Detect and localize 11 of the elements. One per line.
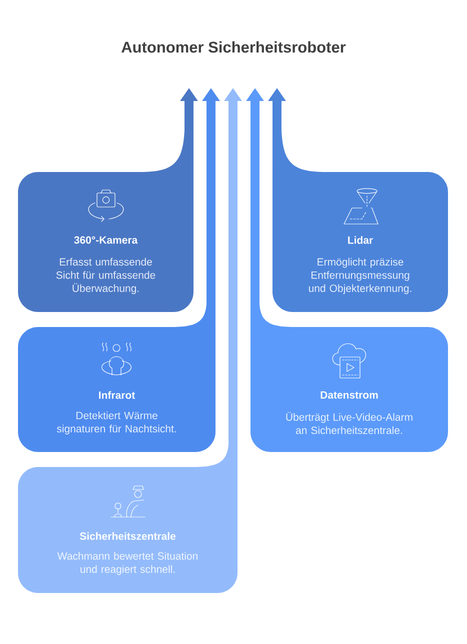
box-description: Ermöglicht präzise Entfernungsmessung und Objekterkennung. xyxy=(308,258,412,294)
box-description: Wachmann bewertet Situation und reagiert schnell. xyxy=(57,552,198,575)
title: Autonomer Sicherheitsroboter xyxy=(122,41,346,53)
box-description: Überträgt Live-Video-Alarm an Sicherheitszentrale. xyxy=(286,412,412,434)
box-description: Erfasst umfassende Sicht für umfassende Überwachung. xyxy=(56,258,156,294)
box-description: Detektiert Wärme signaturen für Nachtsicht. xyxy=(56,412,176,434)
box-title: Datenstrom xyxy=(320,391,378,399)
box-title: Infrarot xyxy=(99,391,135,399)
box-title: Lidar xyxy=(348,236,373,244)
box-title: Sicherheitszentrale xyxy=(80,532,176,540)
box-title: 360°-Kamera xyxy=(74,236,138,244)
